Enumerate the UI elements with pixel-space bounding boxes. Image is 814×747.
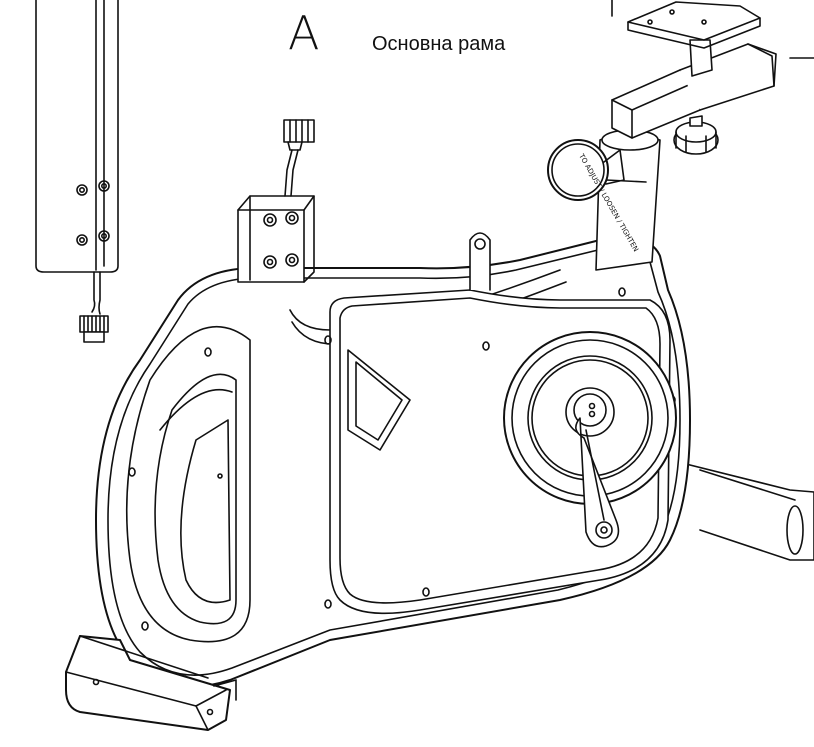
part-letter: A bbox=[288, 6, 320, 60]
main-frame bbox=[95, 119, 814, 688]
upright-post-part bbox=[35, 0, 119, 343]
post-wire-connector bbox=[79, 315, 109, 343]
frame-screw-holes bbox=[128, 287, 676, 631]
front-stabilizer bbox=[65, 635, 237, 731]
part-name: Основна рама bbox=[372, 33, 506, 55]
post-mount-bracket bbox=[237, 119, 315, 283]
seat-slider-bracket bbox=[611, 1, 777, 155]
crank-arm bbox=[575, 417, 620, 548]
post-bolt-holes bbox=[76, 180, 110, 246]
